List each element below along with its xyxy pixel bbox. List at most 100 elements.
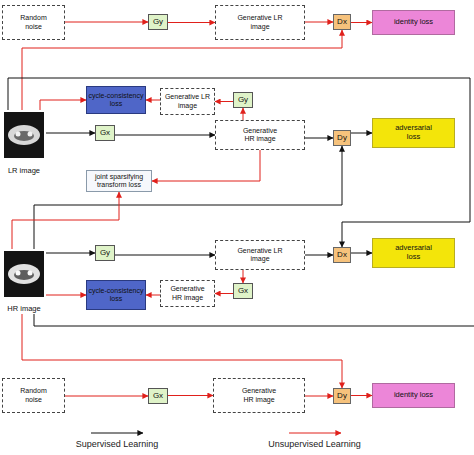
connector-arrow bbox=[168, 22, 215, 23]
connector-arrow bbox=[8, 78, 470, 247]
connector-arrow bbox=[65, 22, 148, 23]
legend-entry: Supervised Learning bbox=[62, 429, 172, 449]
node-label: LR image bbox=[8, 167, 40, 176]
lr-image-picture bbox=[4, 112, 44, 158]
generator-box: Gy bbox=[233, 92, 253, 108]
noise-box: Random noise bbox=[2, 5, 65, 40]
scan-shape bbox=[8, 125, 40, 145]
legend-arrow bbox=[91, 433, 143, 434]
discriminator-box: Dx bbox=[333, 14, 351, 30]
connector-arrow bbox=[40, 100, 86, 110]
connector-arrow bbox=[243, 270, 244, 283]
connector-arrow bbox=[146, 295, 160, 296]
loss-box: joint sparsifying transform loss bbox=[86, 170, 152, 192]
legend-sample bbox=[285, 429, 345, 437]
connector-arrow bbox=[46, 295, 86, 296]
connector-arrow bbox=[168, 395, 213, 396]
node-label: Generative LR image bbox=[237, 247, 283, 263]
generator-box: Gy bbox=[95, 245, 115, 261]
image-frame bbox=[4, 112, 44, 158]
node-label: joint sparsifying transform loss bbox=[88, 173, 150, 189]
node-label: Dy bbox=[337, 133, 347, 142]
node-label: Gy bbox=[100, 248, 110, 257]
legend-sample bbox=[87, 429, 147, 437]
node-label: Gx bbox=[100, 128, 110, 137]
connector-arrow bbox=[305, 396, 333, 397]
scan-shape bbox=[8, 264, 40, 284]
node-label: adversarial loss bbox=[388, 124, 440, 141]
connector-arrow bbox=[34, 146, 342, 249]
loss-box: adversarial loss bbox=[372, 238, 455, 268]
legend-label: Unsupervised Learning bbox=[268, 439, 361, 449]
connector-arrow bbox=[351, 133, 372, 134]
node-label: cycle-consistency loss bbox=[88, 92, 144, 108]
generator-box: Gx bbox=[233, 283, 253, 299]
node-label: Random noise bbox=[14, 14, 54, 30]
loss-box: adversarial loss bbox=[372, 118, 455, 148]
connector-arrow bbox=[351, 395, 372, 396]
legend-entry: Unsupervised Learning bbox=[252, 429, 377, 449]
generator-box: Gy bbox=[148, 14, 168, 30]
node-label: cycle-consistency loss bbox=[88, 287, 144, 303]
node-label: Gx bbox=[153, 391, 163, 400]
connector-arrow bbox=[22, 30, 342, 110]
connector-arrow bbox=[215, 293, 233, 294]
legend-label: Supervised Learning bbox=[76, 439, 159, 449]
loss-box: cycle-consistency loss bbox=[86, 86, 146, 114]
legend-arrow bbox=[289, 433, 341, 434]
generator-box: Gx bbox=[95, 125, 115, 141]
loss-box: identity loss bbox=[372, 10, 455, 35]
node-label: Gy bbox=[153, 17, 163, 26]
node-label: identity loss bbox=[394, 18, 433, 27]
node-label: adversarial loss bbox=[388, 244, 440, 261]
scan-shape bbox=[14, 131, 34, 141]
connector-arrow bbox=[351, 253, 372, 254]
connector-arrow bbox=[305, 255, 333, 256]
scan-shape bbox=[28, 271, 33, 276]
node-label: Gy bbox=[238, 95, 248, 104]
node-label: Dy bbox=[337, 391, 347, 400]
connector-arrow bbox=[22, 314, 342, 388]
generated-image-box: Generative LR image bbox=[160, 88, 215, 115]
noise-box: Random noise bbox=[2, 378, 65, 413]
discriminator-box: Dy bbox=[333, 388, 351, 404]
node-label: Random noise bbox=[14, 387, 54, 403]
generated-image-box: Generative HR image bbox=[160, 280, 215, 307]
connector-arrow bbox=[152, 150, 260, 181]
connector-arrow bbox=[243, 108, 244, 120]
discriminator-box: Dx bbox=[333, 247, 351, 263]
node-label: Generative HR image bbox=[165, 285, 211, 301]
generated-image-box: Generative LR image bbox=[215, 5, 305, 40]
connector-arrow bbox=[305, 22, 333, 23]
generated-image-box: Generative HR image bbox=[213, 378, 305, 413]
connector-arrow bbox=[115, 255, 215, 256]
outgoing-wire bbox=[34, 314, 474, 326]
connector-arrow bbox=[12, 192, 119, 249]
scan-shape bbox=[28, 132, 33, 137]
scan-shape bbox=[16, 271, 21, 276]
connector-arrow bbox=[46, 133, 95, 134]
node-label: HR image bbox=[7, 305, 40, 314]
connector-arrow bbox=[215, 101, 233, 102]
node-label: Dx bbox=[337, 17, 347, 26]
connector-arrow bbox=[351, 22, 372, 23]
node-label: identity loss bbox=[394, 391, 433, 400]
scan-shape bbox=[14, 270, 34, 280]
connector-arrow bbox=[115, 135, 215, 136]
connector-arrow bbox=[305, 138, 333, 139]
loss-box: cycle-consistency loss bbox=[86, 280, 146, 310]
generator-box: Gx bbox=[148, 388, 168, 404]
generated-image-box: Generative LR image bbox=[215, 240, 305, 270]
node-label: Generative HR image bbox=[237, 127, 283, 143]
discriminator-box: Dy bbox=[333, 130, 351, 146]
loss-box: identity loss bbox=[372, 383, 455, 408]
image-box: LR image bbox=[2, 110, 46, 176]
node-label: Gx bbox=[238, 286, 248, 295]
connector-arrow bbox=[46, 253, 95, 254]
node-label: Generative LR image bbox=[237, 14, 283, 30]
connector-arrow bbox=[146, 100, 160, 101]
node-label: Generative LR image bbox=[165, 93, 211, 109]
scan-shape bbox=[16, 132, 21, 137]
node-label: Generative HR image bbox=[236, 387, 282, 403]
image-frame bbox=[4, 251, 44, 297]
